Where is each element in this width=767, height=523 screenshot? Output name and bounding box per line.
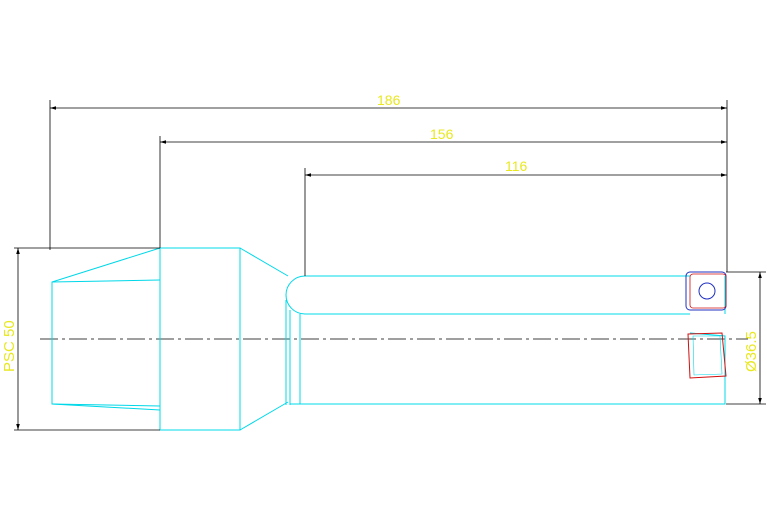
shank-bottom-edge [51, 403, 161, 407]
bar-top-rounded-end [285, 275, 690, 315]
upper-insert-edge [689, 273, 727, 309]
insert-screw-hole [698, 282, 716, 300]
flange-block [159, 247, 241, 431]
dim-186-label: 186 [377, 92, 401, 108]
dim-156-label: 156 [430, 126, 454, 142]
shank-section [51, 247, 161, 411]
lower-insert-body [687, 332, 727, 379]
upper-insert-body [685, 271, 727, 311]
dim-116-label: 116 [505, 158, 528, 174]
dim-116 [304, 168, 727, 276]
taper-bottom [239, 401, 289, 431]
lower-insert [687, 332, 727, 379]
dim-186 [49, 100, 727, 250]
dim-psc50-label: PSC 50 [1, 320, 18, 372]
lower-insert-edge [692, 335, 723, 376]
dim-psc50 [14, 247, 160, 431]
upper-insert [685, 271, 727, 311]
dim-156 [159, 136, 727, 248]
dim-dia365 [726, 271, 766, 405]
dim-dia365-label: Ø36.5 [743, 331, 760, 372]
taper-top [239, 247, 289, 277]
bar-body [290, 332, 726, 405]
shank-top-edge [51, 279, 161, 283]
